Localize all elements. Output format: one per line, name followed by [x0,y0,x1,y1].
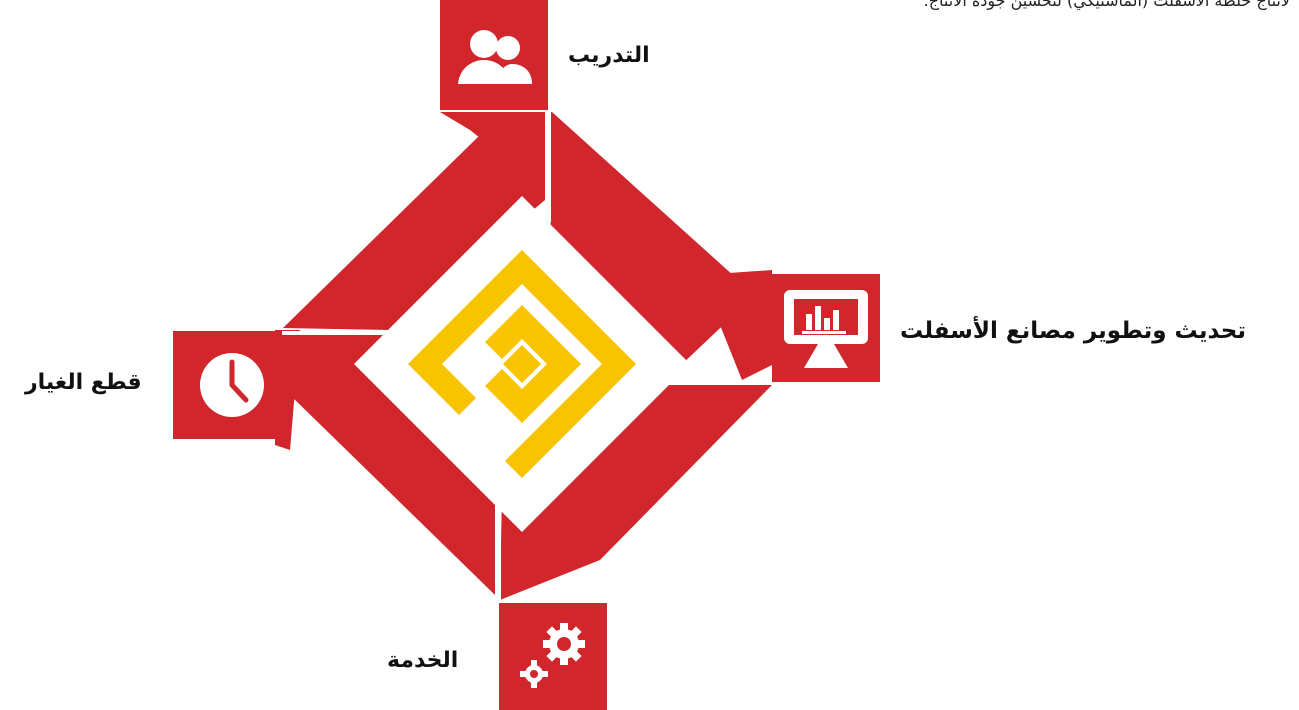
clock-icon [200,353,264,417]
monitor-chart-icon [784,290,868,368]
users-icon [458,30,532,84]
node-modernization-box [772,274,880,382]
arrow-head-top [440,112,545,190]
company-logo [408,250,636,478]
arrow-segment-modernization-to-service [500,385,772,600]
header-text: لانتاج خلطة الأسفلت (الماستيكي) لتحسين ج… [923,0,1290,10]
arrow-head-right [700,270,772,380]
gears-icon [520,623,585,688]
node-training-label: التدريب [568,43,650,68]
node-spare-parts-box [173,331,281,439]
arrow-segment-spare-parts-to-training [283,112,545,330]
node-service-box [499,603,607,710]
arrow-head-left [275,330,300,450]
node-training-box [440,0,548,110]
node-service-label: الخدمة [387,648,459,673]
node-spare-parts-label: قطع الغيار [25,370,142,395]
node-modernization-label: تحديث وتطوير مصانع الأسفلت [900,318,1247,344]
arrow-segment-service-to-spare-parts [290,335,495,595]
